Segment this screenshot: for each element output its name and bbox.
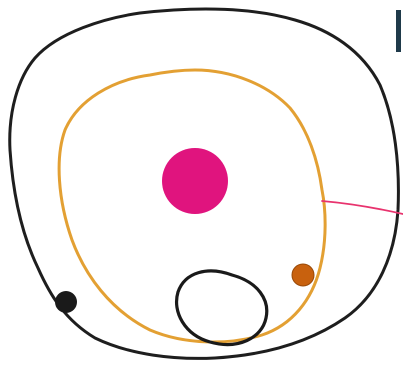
corner-mark bbox=[396, 10, 401, 52]
leader-line bbox=[322, 201, 403, 214]
small-loop-path bbox=[177, 271, 267, 345]
orbiting-body-black bbox=[55, 291, 77, 313]
orbiting-body-orange bbox=[292, 264, 314, 286]
central-body bbox=[162, 148, 228, 214]
